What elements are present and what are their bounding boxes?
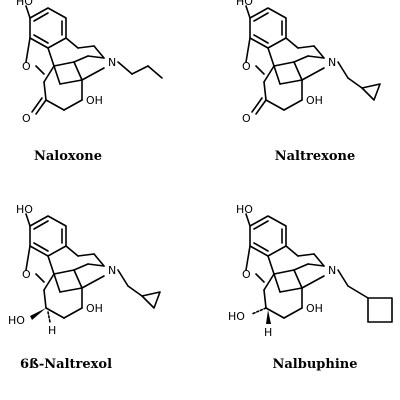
nitrogen-label: N — [108, 56, 116, 69]
molecule-nalbuphine: HO O N OH HO H — [228, 203, 393, 339]
hydroxyl-top-label: HO — [236, 0, 253, 8]
molecule-name-nalbuphine: Nalbuphine — [273, 357, 358, 372]
carbonyl-oxygen-label: O — [22, 112, 31, 125]
molecule-name-naltrexone: Naltrexone — [275, 149, 356, 164]
hydroxyl-14-label: OH — [306, 94, 323, 107]
hydroxyl-14-label: OH — [86, 94, 103, 107]
ring-oxygen-label: O — [242, 268, 251, 281]
hydroxyl-top-label: HO — [236, 203, 253, 216]
hydrogen-6-label: H — [48, 324, 56, 337]
molecule-name-naloxone: Naloxone — [34, 149, 102, 164]
nitrogen-label: N — [328, 56, 336, 69]
hydroxyl-6-label: HO — [228, 310, 245, 323]
molecule-naloxone: HO O N OH O — [16, 0, 163, 125]
hydroxyl-14-label: OH — [306, 302, 323, 315]
hydroxyl-top-label: HO — [16, 203, 33, 216]
molecule-name-6b-naltrexol: 6ß-Naltrexol — [20, 357, 112, 372]
hydroxyl-6-label: HO — [8, 314, 25, 327]
nitrogen-label: N — [328, 264, 336, 277]
molecule-naltrexone: HO O N OH O — [236, 0, 381, 125]
ring-oxygen-label: O — [242, 60, 251, 73]
ring-oxygen-label: O — [22, 60, 31, 73]
carbonyl-oxygen-label: O — [242, 112, 251, 125]
molecule-6b-naltrexol: HO O N OH HO H — [8, 203, 161, 337]
hydroxyl-top-label: HO — [16, 0, 33, 8]
hydrogen-6-label: H — [264, 326, 272, 339]
nitrogen-label: N — [108, 264, 116, 277]
hydroxyl-14-label: OH — [86, 302, 103, 315]
ring-oxygen-label: O — [22, 268, 31, 281]
